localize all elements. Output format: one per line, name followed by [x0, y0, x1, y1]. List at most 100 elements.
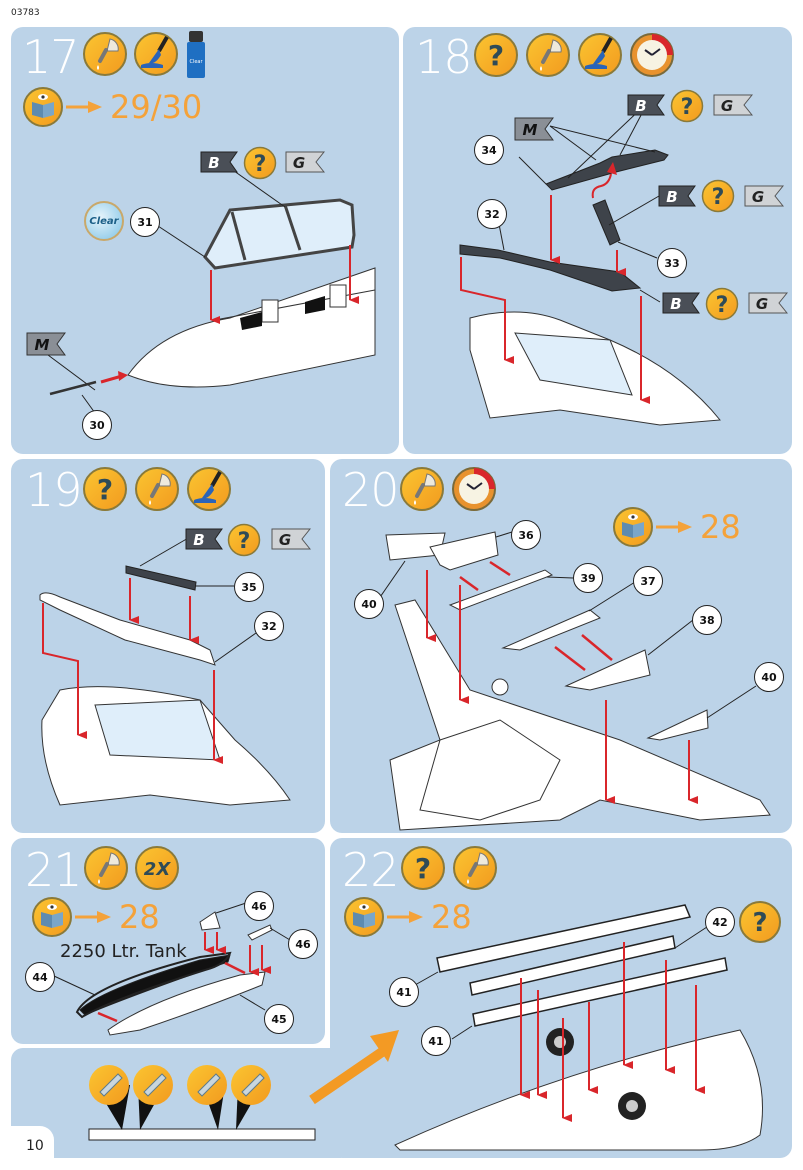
svg-text:?: ?	[97, 473, 113, 506]
paint-brush-icon	[134, 32, 178, 76]
reference-page: 29/30	[110, 88, 203, 126]
clear-paint-bottle-icon: Clear	[187, 31, 205, 78]
svg-text:?: ?	[254, 152, 267, 177]
svg-text:B: B	[635, 97, 646, 115]
flag-m: M	[26, 332, 66, 356]
part-callout: 33	[657, 248, 687, 278]
question-color-icon: ?	[739, 901, 781, 943]
svg-text:M: M	[523, 121, 538, 139]
flag-b: B	[185, 528, 223, 550]
step-number: 19	[25, 463, 83, 517]
part-callout: 42	[705, 907, 735, 937]
svg-text:?: ?	[712, 185, 725, 210]
glue-icon	[400, 467, 444, 511]
svg-text:?: ?	[716, 293, 729, 318]
instruction-book-icon	[23, 87, 63, 127]
svg-text:G: G	[756, 295, 768, 313]
sprue-detail-panel	[11, 1048, 341, 1158]
question-color-icon: ?	[243, 146, 277, 180]
reference-page: 28	[431, 898, 472, 936]
cutter-icon	[133, 1065, 173, 1105]
svg-text:B: B	[193, 531, 204, 549]
reference-link[interactable]: 29/30	[22, 86, 202, 128]
flag-b: B	[627, 94, 665, 116]
flag-m: M	[514, 117, 554, 141]
flag-g: G	[713, 94, 753, 116]
flag-b: B	[200, 151, 238, 173]
part-callout: 32	[477, 199, 507, 229]
flag-g: G	[744, 185, 784, 207]
part-callout: 44	[25, 962, 55, 992]
reference-page: 28	[119, 898, 160, 936]
arrow-right-icon	[387, 911, 423, 923]
arrow-right-icon	[75, 911, 111, 923]
paint-brush-icon	[187, 467, 231, 511]
reference-link[interactable]: 28	[612, 506, 741, 548]
svg-text:2X: 2X	[144, 859, 172, 880]
svg-text:G: G	[752, 188, 764, 206]
svg-text:G: G	[293, 154, 305, 172]
svg-text:?: ?	[681, 95, 694, 120]
step-number: 22	[342, 843, 400, 897]
part-callout: 37	[633, 566, 663, 596]
cutter-icon	[187, 1065, 227, 1105]
cutter-icon	[231, 1065, 271, 1105]
cutter-icon	[89, 1065, 129, 1105]
question-color-icon: ?	[705, 287, 739, 321]
glue-icon	[526, 33, 570, 77]
question-color-icon: ?	[670, 89, 704, 123]
paint-bottle-label: Clear	[189, 59, 203, 65]
flag-g: G	[285, 151, 325, 173]
repeat-2x-icon: 2X	[135, 846, 179, 890]
flag-b: B	[662, 292, 700, 314]
glue-icon	[83, 32, 127, 76]
part-callout: 34	[474, 135, 504, 165]
part-callout: 41	[421, 1026, 451, 1056]
svg-text:B: B	[208, 154, 219, 172]
part-callout: 31	[130, 207, 160, 237]
svg-text:B: B	[666, 188, 677, 206]
step-number: 21	[25, 843, 83, 897]
page-number: 10	[26, 1138, 44, 1154]
part-callout: 36	[511, 520, 541, 550]
svg-text:B: B	[670, 295, 681, 313]
instruction-book-icon	[344, 897, 384, 937]
part-callout: 41	[389, 977, 419, 1007]
part-callout: 35	[234, 572, 264, 602]
instruction-book-icon	[32, 897, 72, 937]
svg-text:?: ?	[488, 39, 504, 72]
part-callout: 45	[264, 1004, 294, 1034]
flag-g: G	[748, 292, 788, 314]
part-callout: 40	[754, 662, 784, 692]
svg-text:?: ?	[752, 908, 767, 938]
part-callout: 39	[573, 563, 603, 593]
svg-text:M: M	[35, 336, 50, 354]
reference-link[interactable]: 28	[31, 896, 160, 938]
part-callout: 46	[288, 929, 318, 959]
page-number-notch	[0, 1126, 54, 1170]
step-number: 18	[415, 30, 473, 84]
reference-page: 28	[700, 508, 741, 546]
glue-icon	[453, 846, 497, 890]
part-callout: 46	[244, 891, 274, 921]
svg-text:?: ?	[238, 529, 251, 554]
part-callout: 40	[354, 589, 384, 619]
clock-icon	[452, 467, 496, 511]
part-callout: 38	[692, 605, 722, 635]
question-color-icon: ?	[401, 846, 445, 890]
svg-text:G: G	[721, 97, 733, 115]
step-number: 20	[342, 463, 400, 517]
clear-badge: Clear	[84, 201, 124, 241]
flag-b: B	[658, 185, 696, 207]
question-color-icon: ?	[83, 467, 127, 511]
svg-text:?: ?	[415, 852, 431, 885]
instruction-book-icon	[613, 507, 653, 547]
glue-icon	[84, 846, 128, 890]
glue-icon	[135, 467, 179, 511]
part-callout: 30	[82, 410, 112, 440]
flag-g: G	[271, 528, 311, 550]
question-color-icon: ?	[701, 179, 735, 213]
arrow-right-icon	[66, 101, 102, 113]
tank-label: 2250 Ltr. Tank	[60, 941, 187, 962]
reference-link[interactable]: 28	[343, 896, 472, 938]
